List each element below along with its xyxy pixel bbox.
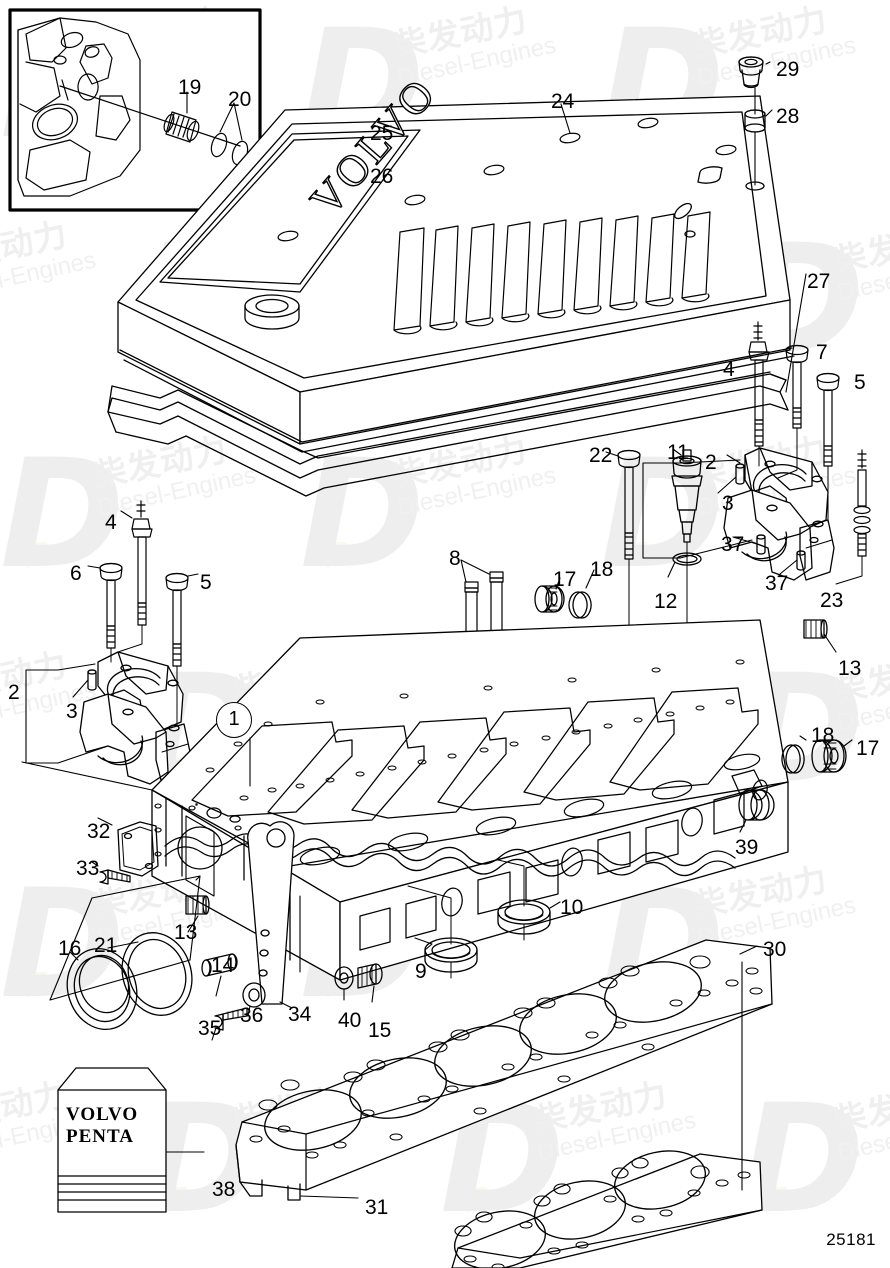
callout-37: 37 xyxy=(721,533,745,556)
callout-3: 3 xyxy=(722,492,734,515)
gasket-kit-brand-line2: PENTA xyxy=(66,1126,134,1147)
fasteners-right xyxy=(605,321,871,661)
callout-31: 31 xyxy=(365,1196,389,1219)
callout-39: 39 xyxy=(735,836,759,859)
callout-2: 2 xyxy=(8,681,20,704)
callout-13: 13 xyxy=(174,921,198,944)
callout-5: 5 xyxy=(200,571,212,594)
gasket-kit-brand-line1: VOLVO xyxy=(66,1104,139,1125)
callout-17: 17 xyxy=(553,568,577,591)
plugs-right xyxy=(738,619,853,833)
bearing-cap-right xyxy=(642,447,835,581)
callout-4: 4 xyxy=(105,511,117,534)
callout-27: 27 xyxy=(807,270,831,293)
callout-37: 37 xyxy=(765,572,789,595)
callout-8: 8 xyxy=(449,547,461,570)
drawing-number: 25181 xyxy=(826,1230,876,1249)
callout-21: 21 xyxy=(94,934,118,957)
callout-12: 12 xyxy=(654,590,678,613)
callout-10: 10 xyxy=(560,896,584,919)
callout-29: 29 xyxy=(776,58,800,81)
callout-36: 36 xyxy=(240,1004,264,1027)
callout-16: 16 xyxy=(58,937,82,960)
callout-20: 20 xyxy=(228,88,252,111)
callout-3: 3 xyxy=(66,700,78,723)
callout-24: 24 xyxy=(551,90,575,113)
callout-15: 15 xyxy=(368,1019,392,1042)
callout-7: 7 xyxy=(816,341,828,364)
plug-17-18-mid xyxy=(534,569,595,619)
callout-30: 30 xyxy=(763,938,787,961)
head-gasket-lower xyxy=(451,961,763,1268)
callout-19: 19 xyxy=(178,76,202,99)
callout-26: 26 xyxy=(370,165,394,188)
small-parts-14-35-36 xyxy=(201,953,266,1041)
cover-fastener-top xyxy=(738,56,773,191)
callout-40: 40 xyxy=(338,1009,362,1032)
valve-cover xyxy=(117,95,795,453)
injector xyxy=(667,448,703,691)
callout-13: 13 xyxy=(838,657,862,680)
valve-seat-rings xyxy=(407,859,561,979)
callout-25: 25 xyxy=(370,122,394,145)
gasket-kit-box xyxy=(57,1067,205,1213)
callout-32: 32 xyxy=(87,820,111,843)
callout-35: 35 xyxy=(198,1017,222,1040)
head-gasket-upper xyxy=(235,939,773,1201)
callout-28: 28 xyxy=(776,105,800,128)
callout-34: 34 xyxy=(288,1003,312,1026)
callout-11: 11 xyxy=(667,441,689,464)
callout-23: 23 xyxy=(820,589,844,612)
bearing-cap-left xyxy=(25,651,191,785)
callout-2: 2 xyxy=(705,451,717,474)
callout-22: 22 xyxy=(589,444,613,467)
callout-18: 18 xyxy=(590,558,614,581)
callout-4: 4 xyxy=(723,358,735,381)
callout-5: 5 xyxy=(854,371,866,394)
plug-13-left xyxy=(185,895,210,933)
lifting-eye xyxy=(247,821,295,1009)
seal-rings xyxy=(49,875,201,1031)
callout-1: 1 xyxy=(216,702,252,738)
callout-9: 9 xyxy=(415,960,427,983)
callout-18: 18 xyxy=(811,724,835,747)
plug-15-washer-40 xyxy=(334,963,383,1003)
callout-38: 38 xyxy=(212,1178,236,1201)
callout-14: 14 xyxy=(211,954,235,977)
callout-33: 33 xyxy=(76,857,100,880)
valve-cover-gasket xyxy=(107,273,807,497)
inset-detail-box xyxy=(8,8,262,212)
callout-17: 17 xyxy=(856,737,880,760)
callout-6: 6 xyxy=(70,562,82,585)
fasteners-left xyxy=(87,500,199,727)
cover-plate-32 xyxy=(91,817,159,885)
